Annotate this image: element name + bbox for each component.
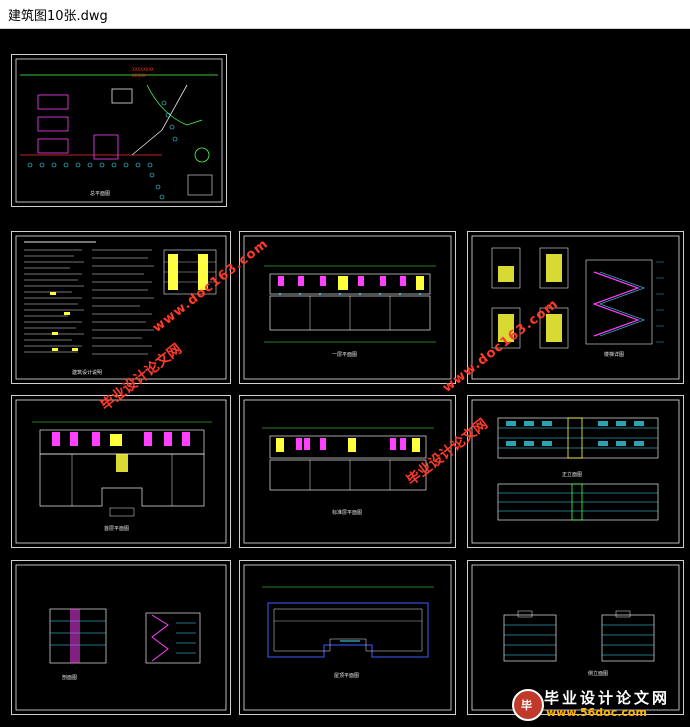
- design-notes-drawing: 建筑设计说明: [15, 235, 227, 380]
- side-elevations-label: 侧立面图: [588, 670, 608, 677]
- sheet-first-floor-plan[interactable]: 首层平面图: [11, 395, 231, 548]
- window-titlebar: 建筑图10张.dwg: [0, 0, 690, 29]
- site-plan-drawing: XXXXXXXX XXXXX 总平面图: [15, 58, 223, 203]
- sheet-typical-floor-plan[interactable]: 标准层平面图: [239, 395, 456, 548]
- stair-details-label: 楼梯详图: [604, 351, 624, 358]
- site-logo: 毕 毕业设计论文网 www.56doc.com: [506, 685, 684, 723]
- sections-drawing: 剖面图: [15, 564, 227, 711]
- sheet-site-plan[interactable]: XXXXXXXX XXXXX 总平面图: [11, 54, 227, 207]
- sheet-ground-floor-plan[interactable]: 一层平面图: [239, 231, 456, 384]
- sheet-stair-details[interactable]: 楼梯详图: [467, 231, 684, 384]
- sheet-sections[interactable]: 剖面图: [11, 560, 231, 715]
- ground-floor-plan-drawing: 一层平面图: [243, 235, 452, 380]
- logo-url: www.56doc.com: [546, 706, 647, 719]
- sections-label: 剖面图: [62, 674, 77, 681]
- front-elevations-label: 正立面图: [562, 471, 582, 478]
- first-floor-plan-drawing: 首层平面图: [15, 399, 227, 544]
- logo-name: 毕业设计论文网: [544, 689, 671, 707]
- stair-details-drawing: 楼梯详图: [471, 235, 680, 380]
- first-floor-plan-label: 首层平面图: [104, 525, 129, 532]
- ground-floor-plan-label: 一层平面图: [332, 352, 357, 358]
- sheet-front-elevations[interactable]: 正立面图: [467, 395, 684, 548]
- roof-plan-label: 屋顶平面图: [334, 673, 359, 679]
- drawing-canvas[interactable]: XXXXXXXX XXXXX 总平面图: [0, 29, 690, 727]
- design-notes-label: 建筑设计说明: [72, 369, 102, 376]
- sheet-design-notes[interactable]: 建筑设计说明: [11, 231, 231, 384]
- logo-seal-icon: 毕: [512, 689, 544, 721]
- side-elevations-drawing: 侧立面图: [471, 564, 680, 711]
- roof-plan-drawing: 屋顶平面图: [243, 564, 452, 711]
- typical-floor-plan-drawing: 标准层平面图: [243, 399, 452, 544]
- site-note-1: XXXXXXXX: [132, 67, 154, 72]
- typical-floor-plan-label: 标准层平面图: [332, 509, 362, 516]
- front-elevations-drawing: 正立面图: [471, 399, 680, 544]
- sheet-roof-plan[interactable]: 屋顶平面图: [239, 560, 456, 715]
- site-plan-label: 总平面图: [90, 190, 110, 197]
- sheet-side-elevations[interactable]: 侧立面图: [467, 560, 684, 715]
- window-title: 建筑图10张.dwg: [8, 9, 108, 24]
- site-note-2: XXXXX: [132, 73, 146, 78]
